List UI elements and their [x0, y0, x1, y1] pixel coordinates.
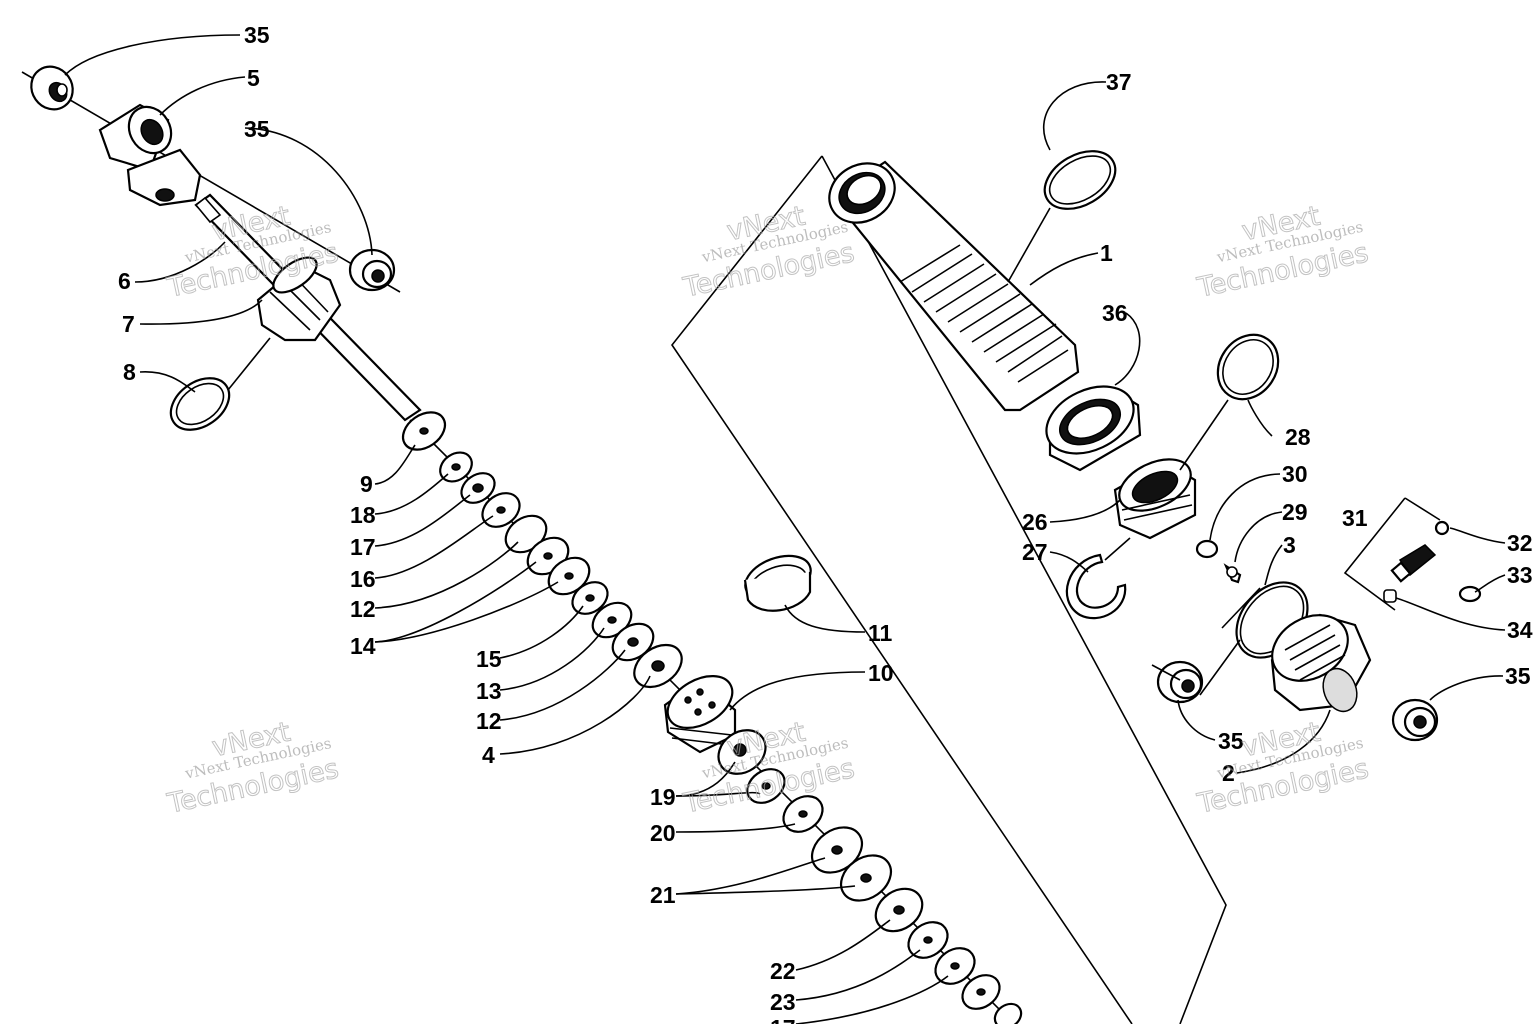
label-10: 10 [868, 660, 894, 686]
label-8: 8 [123, 359, 136, 385]
bushing-top [30, 65, 74, 111]
piston-ring [743, 554, 812, 612]
label-21: 21 [650, 882, 676, 908]
callout-labels: 35 5 35 6 7 8 9 18 17 16 12 14 15 13 12 … [118, 22, 1533, 1024]
label-26: 26 [1022, 509, 1048, 535]
bushing-lower-right [1391, 698, 1439, 742]
label-37: 37 [1106, 69, 1132, 95]
label-1: 1 [1100, 240, 1113, 266]
label-2: 2 [1222, 760, 1235, 786]
label-11: 11 [868, 620, 893, 646]
label-35-right: 35 [1505, 663, 1531, 689]
label-34: 34 [1507, 617, 1533, 643]
snap-ring-37-inner [1048, 155, 1112, 205]
rod-eye [98, 103, 202, 207]
label-33: 33 [1507, 562, 1533, 588]
label-9: 9 [360, 471, 373, 497]
label-6: 6 [118, 268, 131, 294]
label-32: 32 [1507, 530, 1533, 556]
end-cap [1270, 613, 1372, 713]
bracket-31-b [1404, 497, 1441, 521]
assembly-outline-right [821, 155, 1227, 1024]
watermark-top-center: vNext vNext Technologies Technologies [679, 200, 857, 304]
piston [663, 675, 737, 754]
label-14: 14 [350, 633, 376, 659]
label-16: 16 [350, 566, 376, 592]
label-36: 36 [1102, 300, 1128, 326]
watermark-bottom-right: vNext vNext Technologies Technologies [1194, 716, 1372, 820]
label-18: 18 [350, 502, 376, 528]
label-23: 23 [770, 989, 796, 1015]
label-12-a: 12 [350, 596, 376, 622]
watermark-bottom-left: vNext vNext Technologies Technologies [164, 716, 342, 820]
label-28: 28 [1285, 424, 1311, 450]
ring-28-inner [1222, 339, 1274, 395]
label-31: 31 [1342, 505, 1368, 531]
label-22: 22 [770, 958, 796, 984]
label-17: 17 [350, 534, 376, 560]
watermark-top-right: vNext vNext Technologies Technologies [1194, 200, 1372, 304]
label-30: 30 [1282, 461, 1308, 487]
air-valve [1383, 520, 1482, 603]
label-35-upper: 35 [244, 116, 270, 142]
bushing-lower-left [1156, 660, 1204, 704]
label-35-lower: 35 [1218, 728, 1244, 754]
shim-stack-lower [717, 729, 1023, 1024]
label-29: 29 [1282, 499, 1308, 525]
label-19: 19 [650, 784, 676, 810]
label-35-top: 35 [244, 22, 270, 48]
label-7: 7 [122, 311, 135, 337]
o-ring-8-inner [175, 382, 225, 426]
label-15: 15 [476, 646, 502, 672]
shock-body [828, 160, 1080, 412]
label-4: 4 [482, 742, 495, 768]
o-ring-30 [1195, 539, 1219, 559]
label-5: 5 [247, 65, 260, 91]
center-axis-left [21, 71, 401, 293]
bracket-31 [1343, 497, 1406, 611]
label-27: 27 [1022, 539, 1048, 565]
label-17-b: 17 [770, 1015, 796, 1024]
label-12-b: 12 [476, 708, 502, 734]
seal-head [1113, 458, 1197, 540]
label-3: 3 [1283, 532, 1296, 558]
spring-adjuster-nut [1045, 385, 1142, 472]
screw-29 [1223, 563, 1242, 584]
assembly-outline [671, 155, 1133, 1024]
bushing-upper-right [348, 248, 396, 292]
leader-lines [64, 34, 1506, 1024]
label-20: 20 [650, 820, 676, 846]
rod-guide [256, 256, 342, 342]
ring-27 [1065, 553, 1127, 620]
shim-stack [401, 411, 683, 689]
label-13: 13 [476, 678, 502, 704]
